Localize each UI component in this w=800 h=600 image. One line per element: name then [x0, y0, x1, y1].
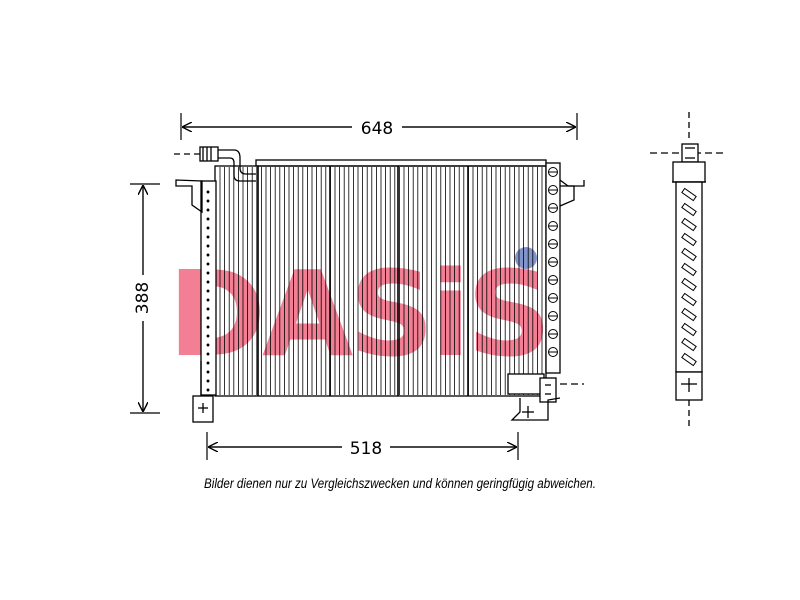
watermark-logo: DASiS	[168, 245, 552, 383]
side-slot	[681, 247, 697, 262]
rivet-dot	[206, 334, 210, 338]
bolt-circle	[548, 257, 558, 267]
rivet-dot	[206, 235, 210, 239]
condenser-front-view	[174, 146, 585, 423]
side-slot	[681, 202, 697, 217]
condenser-side-view	[650, 112, 726, 428]
side-slot	[681, 307, 697, 322]
rivet-dot	[206, 280, 210, 284]
rivet-dot	[206, 343, 210, 347]
bolt-circle	[548, 167, 558, 177]
side-slot	[681, 277, 697, 292]
rivet-dot	[206, 307, 210, 311]
rivet-dot	[206, 190, 210, 194]
rivet-dot	[206, 370, 210, 374]
bottom-dimension-label: 518	[350, 439, 382, 459]
rivet-dot	[206, 352, 210, 356]
height-dimension-label: 388	[133, 282, 153, 314]
rivet-dot	[206, 217, 210, 221]
rivet-dot	[206, 244, 210, 248]
side-slot	[681, 217, 697, 232]
dimension-bottom: 518	[206, 432, 519, 460]
dimension-width: 648	[180, 113, 578, 140]
rivet-dot	[206, 289, 210, 293]
side-slot	[681, 262, 697, 277]
side-slot	[681, 352, 697, 367]
side-slot	[681, 337, 697, 352]
bolt-circle	[548, 239, 558, 249]
bolt-circle	[548, 329, 558, 339]
watermark-dot	[515, 247, 537, 269]
rivet-dot	[206, 208, 210, 212]
side-slot	[681, 292, 697, 307]
side-slot	[681, 187, 697, 202]
rivet-dot	[206, 253, 210, 257]
dimension-height: 388	[130, 183, 160, 414]
bolt-circle	[548, 311, 558, 321]
rivet-dot	[206, 316, 210, 320]
watermark-text: DASiS	[168, 245, 548, 383]
side-slot	[681, 232, 697, 247]
disclaimer-caption: Bilder dienen nur zu Vergleichszwecken u…	[204, 476, 596, 491]
width-dimension-label: 648	[361, 119, 393, 139]
rivet-dot	[206, 226, 210, 230]
rivet-dot	[206, 199, 210, 203]
rivet-dot	[206, 298, 210, 302]
bolt-circle	[548, 203, 558, 213]
bolt-circle	[548, 275, 558, 285]
rivet-dot	[206, 325, 210, 329]
side-slot	[681, 322, 697, 337]
rivet-dot	[206, 388, 210, 392]
rivet-dot	[206, 271, 210, 275]
bolt-circle	[548, 347, 558, 357]
rivet-dot	[206, 262, 210, 266]
bolt-circle	[548, 185, 558, 195]
bolt-circle	[548, 221, 558, 231]
rivet-dot	[206, 361, 210, 365]
bolt-circle	[548, 293, 558, 303]
rivet-dot	[206, 379, 210, 383]
